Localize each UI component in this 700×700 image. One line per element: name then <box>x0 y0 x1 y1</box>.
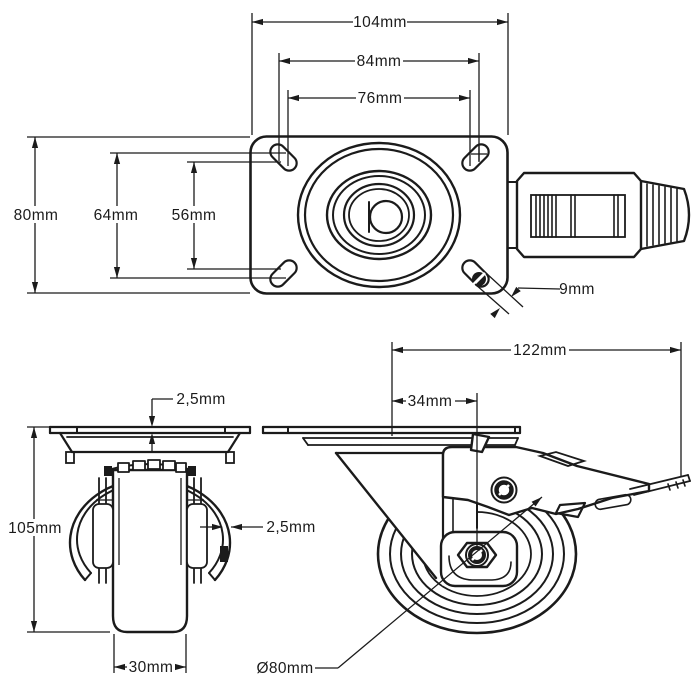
front-plate <box>48 425 252 435</box>
bolt-slot-top-right <box>461 143 490 172</box>
dimension-overall-width: 104mm <box>251 13 509 135</box>
bolt-slot-top-left <box>269 143 298 172</box>
top-view-dimensions: 104mm 84mm 76mm 80mm <box>11 13 595 319</box>
dimension-overall-height: 105mm <box>8 426 110 633</box>
pedal-rib <box>536 451 587 467</box>
front-view <box>48 425 252 634</box>
dimension-overall-depth: 80mm <box>11 136 250 294</box>
dimension-slot-width: 9mm <box>474 272 595 319</box>
side-pedal-details <box>536 451 691 519</box>
dim-label-plate-2-5mm: 2,5mm <box>176 391 225 408</box>
pedal-inner-panel <box>530 194 626 238</box>
dim-label-56mm: 56mm <box>172 207 217 224</box>
hub-cover-left <box>92 503 114 569</box>
mounting-plate-outline <box>249 135 509 295</box>
hub-cover-right <box>186 503 208 569</box>
dimension-hole-spacing-shallow: 56mm <box>170 161 281 270</box>
dim-label-30mm: 30mm <box>129 659 174 676</box>
front-bearing-row <box>104 459 196 476</box>
dimension-wheel-width: 30mm <box>113 634 187 676</box>
front-fork-legs <box>92 477 228 584</box>
front-swivel-boss <box>58 431 242 464</box>
dim-label-fork-2-5mm: 2,5mm <box>266 519 315 536</box>
dimension-fork-wall-thickness: 2,5mm <box>200 519 315 536</box>
side-plate-corner-tab <box>469 432 491 454</box>
brake-pin <box>220 546 228 562</box>
dim-label-84mm: 84mm <box>357 53 402 70</box>
pedal-end-ribs <box>646 183 678 247</box>
pedal-end-cap <box>639 179 691 251</box>
dimension-plate-thickness: 2,5mm <box>148 391 225 452</box>
dimension-hole-spacing-deep: 64mm <box>92 152 286 279</box>
dim-label-122mm: 122mm <box>513 342 567 359</box>
dim-label-64mm: 64mm <box>94 207 139 224</box>
bolt-slots <box>269 143 490 288</box>
dim-label-105mm: 105mm <box>8 520 62 537</box>
dimension-swivel-offset: 34mm <box>392 393 478 548</box>
side-kingpin-screw <box>490 476 518 504</box>
dim-label-diameter-80mm: Ø80mm <box>256 660 313 677</box>
dim-label-76mm: 76mm <box>358 90 403 107</box>
dimension-hole-spacing-wide: 84mm <box>278 53 480 161</box>
pedal-grip-ribs <box>535 194 619 238</box>
side-view-dimensions: 122mm 34mm Ø80mm <box>256 342 682 677</box>
dim-label-104mm: 104mm <box>353 14 407 31</box>
dim-label-80mm: 80mm <box>14 207 59 224</box>
side-view <box>261 425 691 635</box>
swivel-bearing-rings <box>296 141 462 289</box>
bolt-slot-bottom-left <box>269 259 298 288</box>
brake-release-tab <box>554 501 587 519</box>
side-fork-leg-edge <box>334 451 438 580</box>
dimension-overall-length: 122mm <box>391 342 682 477</box>
bolt-slot-bottom-right <box>461 259 490 288</box>
dimension-wheel-diameter: Ø80mm <box>256 496 543 677</box>
dim-label-34mm: 34mm <box>408 393 453 410</box>
brake-pedal-top-view <box>507 171 691 259</box>
front-wheel <box>111 468 189 634</box>
front-view-dimensions: 2,5mm 105mm 2,5mm 30mm <box>8 391 315 676</box>
dim-label-9mm: 9mm <box>559 281 595 298</box>
dimension-hole-spacing-narrow: 76mm <box>287 90 471 166</box>
